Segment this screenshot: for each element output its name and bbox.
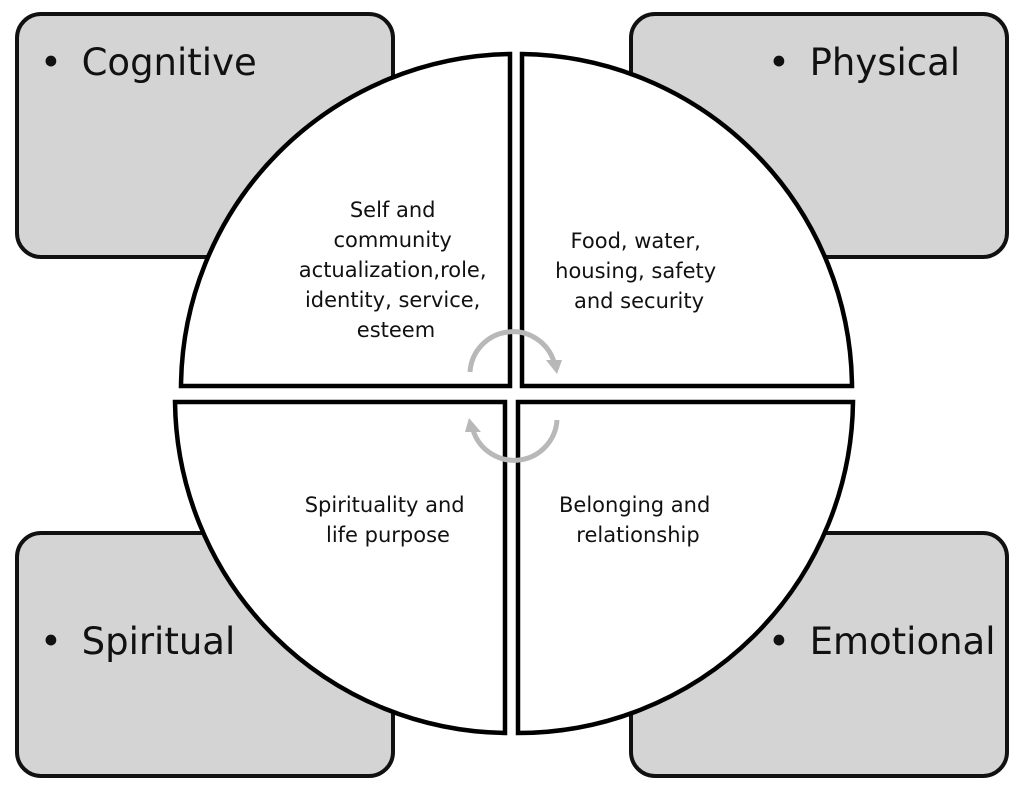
text-line: Spirituality and xyxy=(305,493,465,517)
quadrant-text-bottom-right: Belonging and relationship xyxy=(559,493,717,547)
label-cognitive: • Cognitive xyxy=(40,41,257,84)
label-text: Cognitive xyxy=(82,41,257,84)
quadrant-top-right xyxy=(519,51,855,389)
label-text: Spiritual xyxy=(82,620,236,663)
quadrant-text-bottom-left: Spirituality and life purpose xyxy=(305,493,472,547)
label-spiritual: • Spiritual xyxy=(40,620,235,663)
text-line: Food, water, xyxy=(571,229,701,253)
label-text: Physical xyxy=(810,41,961,84)
label-text: Emotional xyxy=(810,620,996,663)
text-line: and security xyxy=(574,289,704,313)
text-line: Self and xyxy=(350,198,436,222)
text-line: relationship xyxy=(576,523,699,547)
quadrant-bottom-right xyxy=(515,399,856,736)
quadrant-top-left xyxy=(178,51,513,389)
cycle-arrowhead-upper xyxy=(546,360,562,374)
text-line: actualization,role, xyxy=(299,258,487,282)
quadrant-bottom-left xyxy=(172,399,508,736)
label-emotional: • Emotional xyxy=(768,620,995,663)
text-line: community xyxy=(333,228,451,252)
quadrant-text-top-right: Food, water, housing, safety and securit… xyxy=(555,229,723,313)
cycle-arc-upper xyxy=(467,329,557,373)
cycle-arc-lower xyxy=(470,419,560,463)
bullet-dot: • xyxy=(768,41,790,84)
text-line: housing, safety xyxy=(555,259,716,283)
quadrant-text-top-left: Self and community actualization,role, i… xyxy=(299,198,493,342)
text-line: life purpose xyxy=(326,523,450,547)
bullet-dot: • xyxy=(40,41,62,84)
cycle-arrowhead-lower xyxy=(465,418,481,432)
text-line: identity, service, xyxy=(305,288,480,312)
bullet-dot: • xyxy=(40,620,62,663)
text-line: Belonging and xyxy=(559,493,710,517)
text-line: esteem xyxy=(357,318,435,342)
label-physical: • Physical xyxy=(768,41,960,84)
bullet-dot: • xyxy=(768,620,790,663)
cycle-arrows xyxy=(465,329,562,463)
